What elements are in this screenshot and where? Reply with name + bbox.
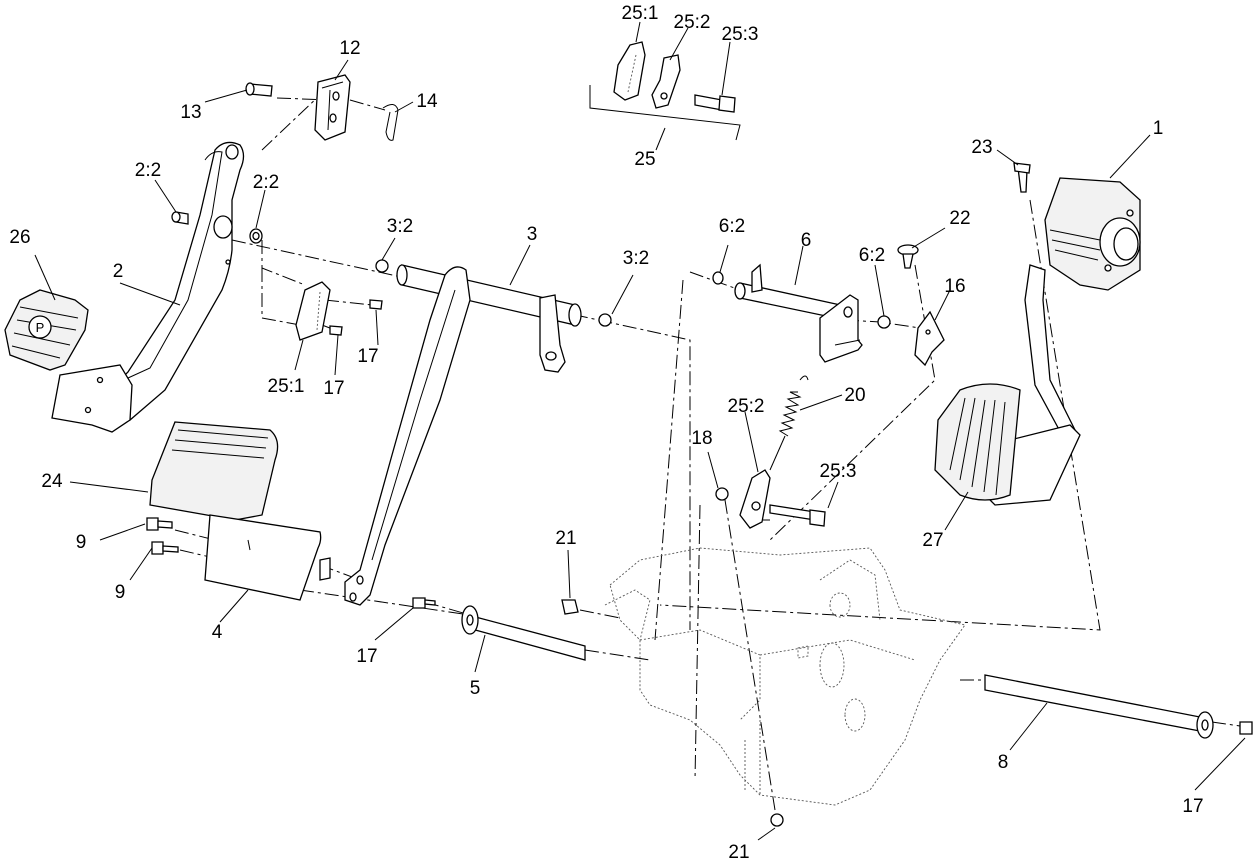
callout-24: 24 (41, 471, 63, 492)
callout-16: 16 (944, 276, 965, 297)
callout-5: 5 (470, 678, 481, 699)
callout-3-2-left: 3:2 (387, 216, 413, 237)
callout-26: 26 (9, 227, 30, 248)
callout-17-d: 17 (1182, 796, 1203, 817)
secondary-shaft-bracket (712, 263, 891, 363)
hairpin-clip (382, 104, 399, 141)
callout-23: 23 (971, 137, 992, 158)
callout-6-2-right: 6:2 (859, 245, 885, 266)
callout-2-2-right: 2:2 (253, 172, 279, 193)
park-brake-pad: P (4, 289, 133, 433)
callout-21-lower: 21 (728, 842, 749, 863)
callout-9-lower: 9 (115, 582, 126, 603)
callout-14: 14 (416, 91, 438, 112)
plunger-button (897, 244, 919, 269)
park-brake-p-icon: P (36, 320, 45, 335)
callout-8: 8 (998, 752, 1009, 773)
callout-3: 3 (527, 224, 538, 245)
pivot-bracket (314, 74, 351, 141)
callout-9-upper: 9 (76, 532, 87, 553)
callout-17-a: 17 (357, 346, 378, 367)
callout-27: 27 (922, 530, 943, 551)
ratchet-pawl-lower (715, 469, 826, 529)
switch-plate (914, 310, 945, 367)
callout-4: 4 (212, 622, 223, 643)
ratchet-kit (589, 41, 741, 141)
callout-6: 6 (801, 230, 812, 251)
callout-17-b: 17 (323, 378, 344, 399)
pivot-rod-short (412, 597, 586, 661)
base-bracket-ghost (604, 547, 966, 806)
accelerator-pad (934, 383, 1021, 501)
callout-6-2-left: 6:2 (719, 216, 745, 237)
callout-2-2-left: 2:2 (135, 160, 161, 181)
callout-25-3-lower: 25:3 (820, 461, 857, 482)
return-spring (769, 375, 809, 471)
pivot-rod-long (770, 674, 1253, 827)
clevis-pin (245, 82, 273, 97)
callout-20: 20 (844, 385, 865, 406)
callout-13: 13 (180, 102, 201, 123)
main-shaft-assembly (344, 259, 612, 606)
callout-2: 2 (113, 261, 124, 282)
callout-21-upper: 21 (555, 528, 576, 549)
callout-25-3-top: 25:3 (722, 24, 759, 45)
callout-25-2-lower: 25:2 (728, 396, 765, 417)
callout-25-1-lower: 25:1 (268, 376, 305, 397)
callout-18: 18 (691, 428, 712, 449)
ratchet-plate-left (295, 281, 383, 341)
callout-3-2-right: 3:2 (623, 248, 649, 269)
callout-25-2-top: 25:2 (674, 12, 711, 33)
callout-22: 22 (949, 208, 970, 229)
callout-17-c: 17 (356, 646, 377, 667)
pedal-bushings (171, 211, 263, 244)
mount-bolt (1013, 162, 1031, 193)
callout-1: 1 (1153, 118, 1164, 139)
brake-pedal-pad (146, 421, 331, 601)
callout-12: 12 (339, 38, 360, 59)
callout-25-1-top: 25:1 (622, 3, 659, 24)
callout-labels: 1 2 2:2 2:2 3 3:2 3:2 4 5 6 6:2 6:2 8 9 … (9, 3, 1203, 863)
callout-leader-lines (34, 21, 1246, 841)
callout-25: 25 (634, 149, 655, 170)
